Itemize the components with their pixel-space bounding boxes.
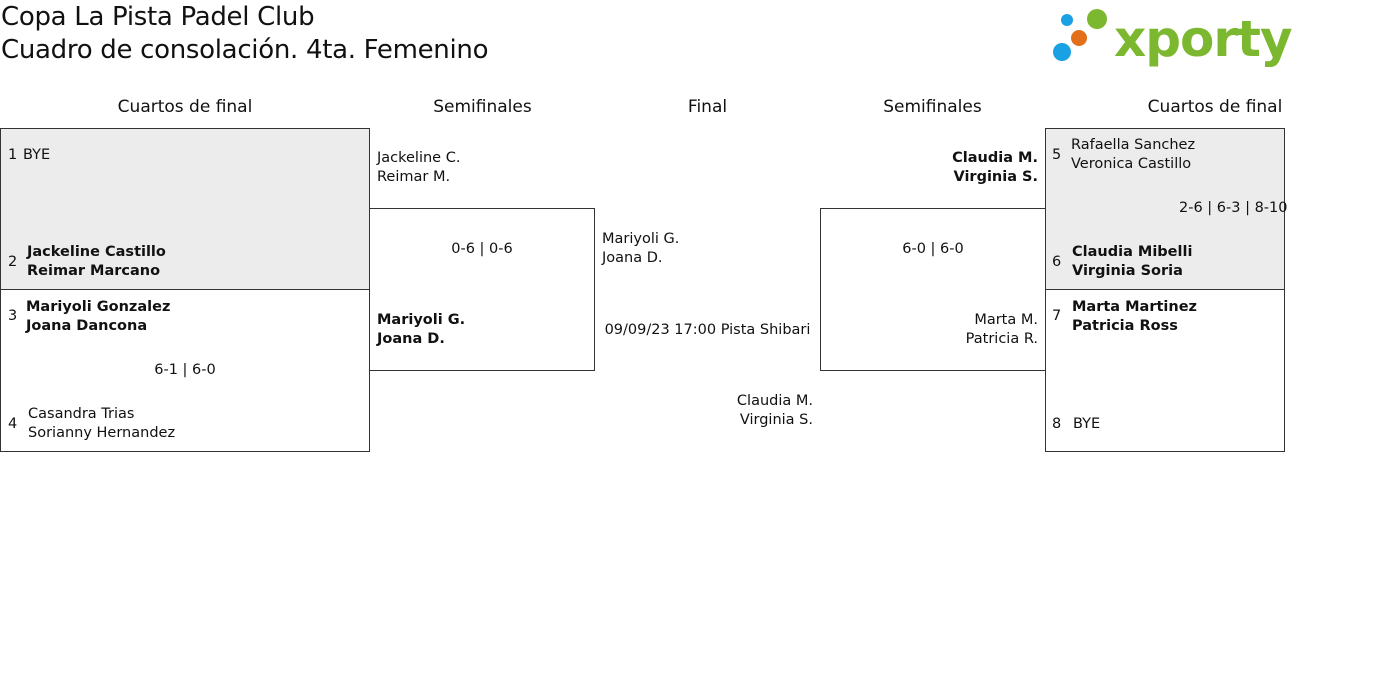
player-name: Claudia M.	[736, 393, 813, 409]
player-name: Sorianny Hernandez	[28, 425, 176, 441]
seed-number: 5	[1052, 147, 1062, 163]
round-header-left-qf: Cuartos de final	[117, 97, 253, 117]
player-name: Rafaella Sanchez	[1071, 137, 1196, 153]
player-name: Mariyoli G.	[377, 312, 466, 328]
player-name: Claudia M.	[952, 150, 1038, 166]
match-schedule: 09/09/23 17:00 Pista Shibari	[604, 322, 811, 338]
seed-number: 3	[8, 308, 18, 324]
player-name: Patricia Ross	[1072, 318, 1178, 334]
player-name: Joana D.	[602, 250, 663, 266]
player-name: Virginia S.	[739, 412, 813, 428]
player-name: Jackeline C.	[377, 150, 461, 166]
left-qf-match-1	[0, 128, 370, 290]
round-header-left-sf: Semifinales	[433, 97, 532, 117]
round-header-right-qf: Cuartos de final	[1147, 97, 1283, 117]
team-name: BYE	[23, 147, 51, 163]
match-score: 2-6 | 6-3 | 8-10	[1179, 200, 1288, 216]
right-qf-match-2	[1045, 289, 1285, 452]
seed-number: 4	[8, 416, 18, 432]
match-score: 0-6 | 0-6	[451, 241, 513, 257]
player-name: Mariyoli Gonzalez	[26, 299, 171, 315]
player-name: Marta M.	[974, 312, 1038, 328]
seed-number: 2	[8, 254, 18, 270]
seed-number: 8	[1052, 416, 1062, 432]
logo-dot-orange	[1071, 30, 1087, 46]
player-name: Jackeline Castillo	[27, 244, 166, 260]
match-score: 6-1 | 6-0	[154, 362, 216, 378]
left-sf-bracket-box	[369, 208, 595, 371]
player-name: Joana D.	[377, 331, 445, 347]
team-name: BYE	[1073, 416, 1101, 432]
player-name: Veronica Castillo	[1071, 156, 1192, 172]
seed-number: 6	[1052, 254, 1062, 270]
player-name: Virginia S.	[953, 169, 1038, 185]
player-name: Marta Martinez	[1072, 299, 1197, 315]
xporty-logo: xporty	[1050, 4, 1293, 68]
player-name: Claudia Mibelli	[1072, 244, 1193, 260]
logo-dot-green	[1087, 9, 1107, 29]
player-name: Patricia R.	[965, 331, 1038, 347]
match-score: 6-0 | 6-0	[902, 241, 964, 257]
round-header-final: Final	[687, 97, 728, 117]
player-name: Joana Dancona	[26, 318, 148, 334]
seed-number: 1	[8, 147, 18, 163]
player-name: Mariyoli G.	[602, 231, 680, 247]
round-header-right-sf: Semifinales	[883, 97, 982, 117]
player-name: Reimar Marcano	[27, 263, 161, 279]
tournament-title: Copa La Pista Padel Club	[1, 2, 315, 32]
logo-dot-blue-small	[1061, 14, 1073, 26]
right-qf-match-1	[1045, 128, 1285, 290]
player-name: Casandra Trias	[28, 406, 135, 422]
logo-dot-blue	[1053, 43, 1071, 61]
logo-text: xporty	[1114, 10, 1292, 68]
player-name: Virginia Soria	[1072, 263, 1183, 279]
player-name: Reimar M.	[377, 169, 451, 185]
seed-number: 7	[1052, 308, 1062, 324]
draw-title: Cuadro de consolación. 4ta. Femenino	[1, 35, 489, 65]
